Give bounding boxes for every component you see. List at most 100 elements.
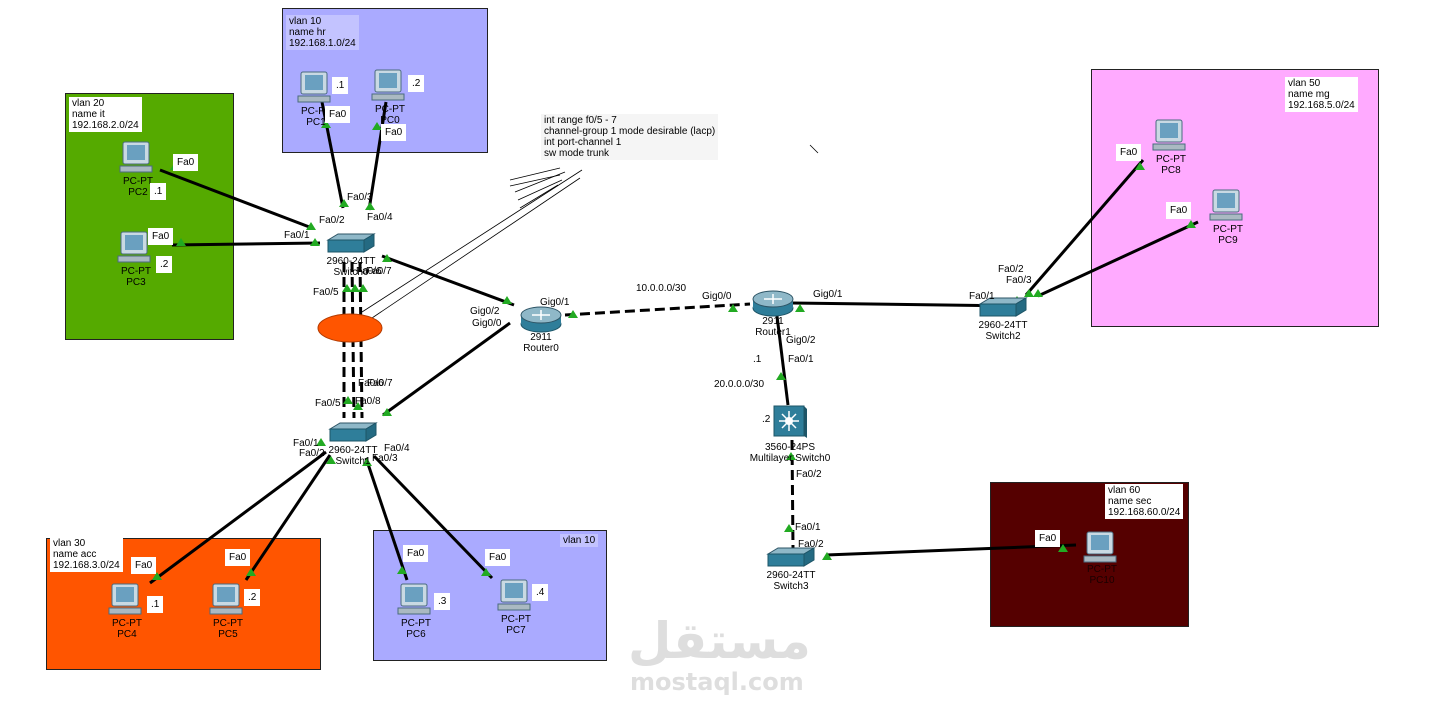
switch2-name: Switch2 [985,331,1021,342]
pc8-name: PC8 [1161,165,1181,176]
switch1-name: Switch1 [335,456,371,467]
note-pointer-2 [371,177,581,319]
port-label: Fa0 [225,549,251,566]
link-light [350,284,360,292]
link-light [1135,162,1145,170]
link-light [306,222,316,230]
host-id-pc4: .1 [147,596,164,613]
watermark-url: mostaql.com [630,668,804,696]
note-pointer-6 [517,179,563,201]
pc3-type: PC-PT [121,266,151,277]
pc1-type: PC-PT [301,106,331,117]
router1-name: Router1 [755,327,791,338]
port-label: Fa0 [381,124,407,141]
pc7-name: PC7 [506,625,526,636]
port-label: Fa0/2 [798,539,824,550]
note-pointer-8 [809,144,819,154]
port-label: Fa0/1 [795,522,821,533]
host-id-pc7: .4 [532,584,549,601]
link-sw2-pc8 [1024,159,1145,296]
vlan10-top-note: vlan 10 name hr 192.168.1.0/24 [286,15,359,50]
port-label: Fa0/1 [969,291,995,302]
port-label: Gig0/0 [472,318,502,329]
switch-icon [328,422,378,442]
host-id-pc3: .2 [156,256,173,273]
port-label: Fa0/1 [788,354,814,365]
host-id-pc0: .2 [408,75,425,92]
port-label: Gig0/2 [786,335,816,346]
switch-icon [326,233,376,253]
router-icon [520,306,562,333]
link-r0-r1 [564,302,751,317]
port-label: Fa0/2 [796,469,822,480]
link-light [358,284,368,292]
link-sw1-pc7 [372,454,494,580]
port-label: Fa0 [148,228,174,245]
watermark-logo: مستقل [628,612,811,670]
host-id-pc1: .1 [332,77,349,94]
link-pc2-sw0 [159,168,313,230]
link-light [321,120,331,128]
port-label: Fa0/2 [998,264,1024,275]
port-label: Gig0/1 [813,289,843,300]
port-label: Fa0 [131,557,157,574]
link-r1-ml0 [775,315,790,406]
pc-icon [1209,189,1243,221]
link-lights [152,120,1196,580]
note-pointer-7 [519,184,559,209]
port-label: Fa0/7 [367,378,393,389]
pc4-type: PC-PT [112,618,142,629]
port-label: Fa0/3 [347,192,373,203]
note-pointer-3 [509,167,561,181]
port-label: Fa0 [1116,144,1142,161]
link-sw1-pc4 [149,450,327,585]
pc-icon [371,69,405,101]
pc-icon [209,583,243,615]
host-id-router1: .1 [753,354,762,365]
pc5-name: PC5 [218,629,238,640]
link-light [1024,289,1034,297]
link-light [481,568,491,576]
pc-icon [397,583,431,615]
link-pc0-sw0 [367,101,388,211]
port-label: Fa0 [1035,530,1061,547]
router-icon [752,290,794,317]
pc5-type: PC-PT [213,618,243,629]
pc8-type: PC-PT [1156,154,1186,165]
link-light [326,456,336,464]
pc0-type: PC-PT [375,104,405,115]
link-light [1186,220,1196,228]
pc-icon [297,71,331,103]
link-sw1-pc6 [364,457,409,581]
vlan60-zone: vlan 60 name sec 192.168.60.0/24 [990,482,1189,627]
link-light [1033,289,1043,297]
switch0-type: 2960-24TT [326,256,376,267]
port-label: Fa0/3 [372,453,398,464]
switch0-name: Switch0 [333,267,369,278]
vlan30-note: vlan 30 name acc 192.168.3.0/24 [50,537,123,572]
pc3-name: PC3 [126,277,146,288]
pc0-name: PC0 [380,115,400,126]
pc10-name: PC10 [1089,575,1115,586]
link-light [786,452,796,460]
port-label: Fa0/4 [367,212,393,223]
vlan30-zone: vlan 30 name acc 192.168.3.0/24 [46,537,321,670]
